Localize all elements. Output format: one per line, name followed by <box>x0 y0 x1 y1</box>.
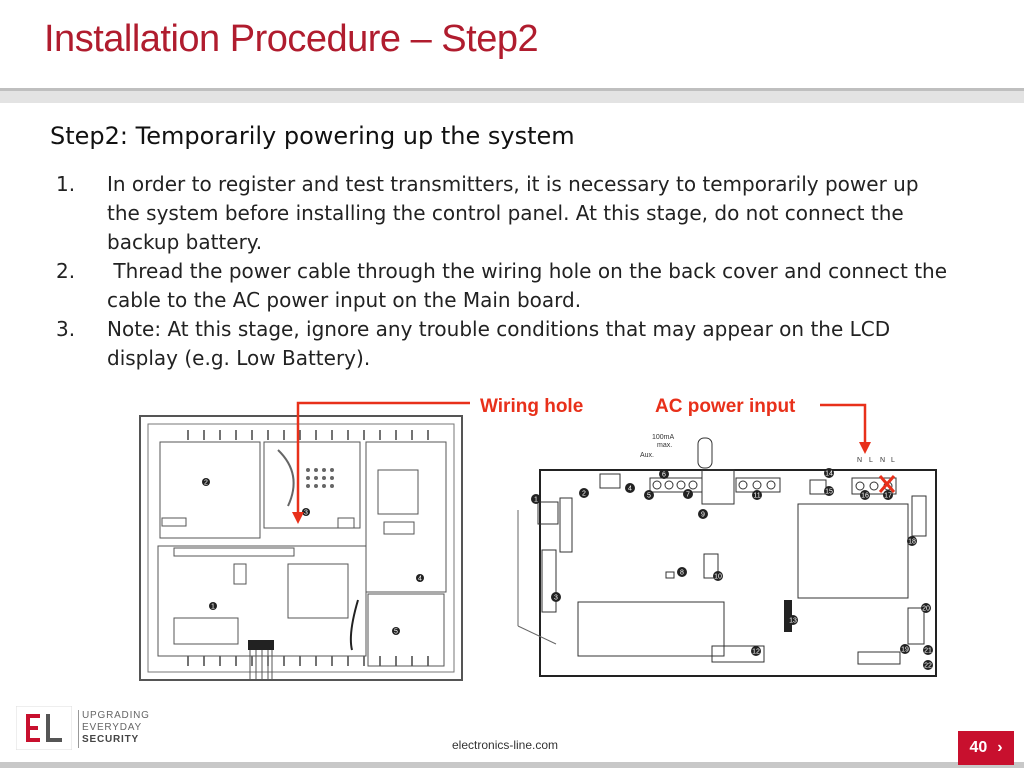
tagline-line: SECURITY <box>82 734 150 746</box>
callout-number: 7 <box>686 492 690 499</box>
steps-list: 1. In order to register and test transmit… <box>50 170 950 373</box>
terminal-l-label: L <box>891 457 895 464</box>
callout-number: 6 <box>662 472 666 479</box>
step-text: Thread the power cable through the wirin… <box>107 259 954 312</box>
aux-label-text: Aux. <box>640 452 654 459</box>
tagline-divider <box>78 710 79 748</box>
callout-number: 19 <box>901 647 909 654</box>
footer-bar <box>0 762 1024 768</box>
callout-number: 15 <box>825 489 833 496</box>
page-number: 40 <box>969 739 988 756</box>
slide-title: Installation Procedure – Step2 <box>44 18 539 60</box>
callout-number: 5 <box>394 629 398 636</box>
step-text: In order to register and test transmitte… <box>107 172 919 254</box>
tagline-bold: SECURITY <box>82 734 139 745</box>
callout-number: 3 <box>554 595 558 602</box>
tagline-line: UPGRADING <box>82 710 150 721</box>
callout-number: 22 <box>924 663 932 670</box>
callout-number: 9 <box>701 512 705 519</box>
ac-power-input-label: AC power input <box>655 396 796 417</box>
callout-number: 11 <box>753 493 760 500</box>
callout-number: 1 <box>534 497 538 504</box>
wiring-hole-label: Wiring hole <box>480 396 584 417</box>
step-number: 2. <box>56 259 76 283</box>
callout-number: 21 <box>924 648 932 655</box>
callout-number: 3 <box>304 510 308 517</box>
callout-number: 8 <box>680 570 684 577</box>
tagline: UPGRADING EVERYDAY SECURITY <box>82 710 150 746</box>
callout-number: 16 <box>861 493 869 500</box>
callout-number: 1 <box>211 604 215 611</box>
step-number: 3. <box>56 317 76 341</box>
title-divider <box>0 88 1024 91</box>
step-number: 1. <box>56 172 76 196</box>
step-text: Note: At this stage, ignore any trouble … <box>107 317 891 370</box>
tagline-line: EVERYDAY <box>82 722 142 733</box>
step-item: 2. Thread the power cable through the wi… <box>50 257 950 315</box>
slide-subtitle: Step2: Temporarily powering up the syste… <box>50 122 575 150</box>
callout-number: 14 <box>825 471 833 478</box>
callout-number: 18 <box>908 539 916 546</box>
back-cover-diagram: 1 2 3 4 5 <box>139 415 463 681</box>
page-number-badge[interactable]: 40 › <box>958 731 1014 765</box>
terminal-n-label: N <box>857 457 862 464</box>
callout-number: 4 <box>628 486 632 493</box>
step-item: 1. In order to register and test transmit… <box>50 170 950 257</box>
el-logo: EL <box>16 706 72 750</box>
callout-number: 20 <box>922 606 930 613</box>
callout-number: 13 <box>789 618 797 625</box>
callout-number: 10 <box>714 574 722 581</box>
terminal-n-label: N <box>880 457 885 464</box>
callout-number: 5 <box>647 493 651 500</box>
disconnect-x-icon <box>878 475 896 493</box>
step-item: 3. Note: At this stage, ignore any troubl… <box>50 315 950 373</box>
title-divider-shadow <box>0 91 1024 103</box>
callout-number: 17 <box>884 493 892 500</box>
main-board-diagram: 100mA max. Aux. N L N L 1 2 3 4 5 6 7 8 … <box>517 434 937 677</box>
callout-number: 2 <box>204 480 208 487</box>
aux-max-text: max. <box>657 442 672 449</box>
callout-number: 4 <box>418 576 422 583</box>
website-link[interactable]: electronics-line.com <box>452 738 559 752</box>
callout-number: 12 <box>752 649 760 656</box>
terminal-l-label: L <box>869 457 873 464</box>
chevron-right-icon[interactable]: › <box>997 739 1003 756</box>
aux-rating-text: 100mA <box>652 434 675 441</box>
callout-number: 2 <box>582 491 586 498</box>
